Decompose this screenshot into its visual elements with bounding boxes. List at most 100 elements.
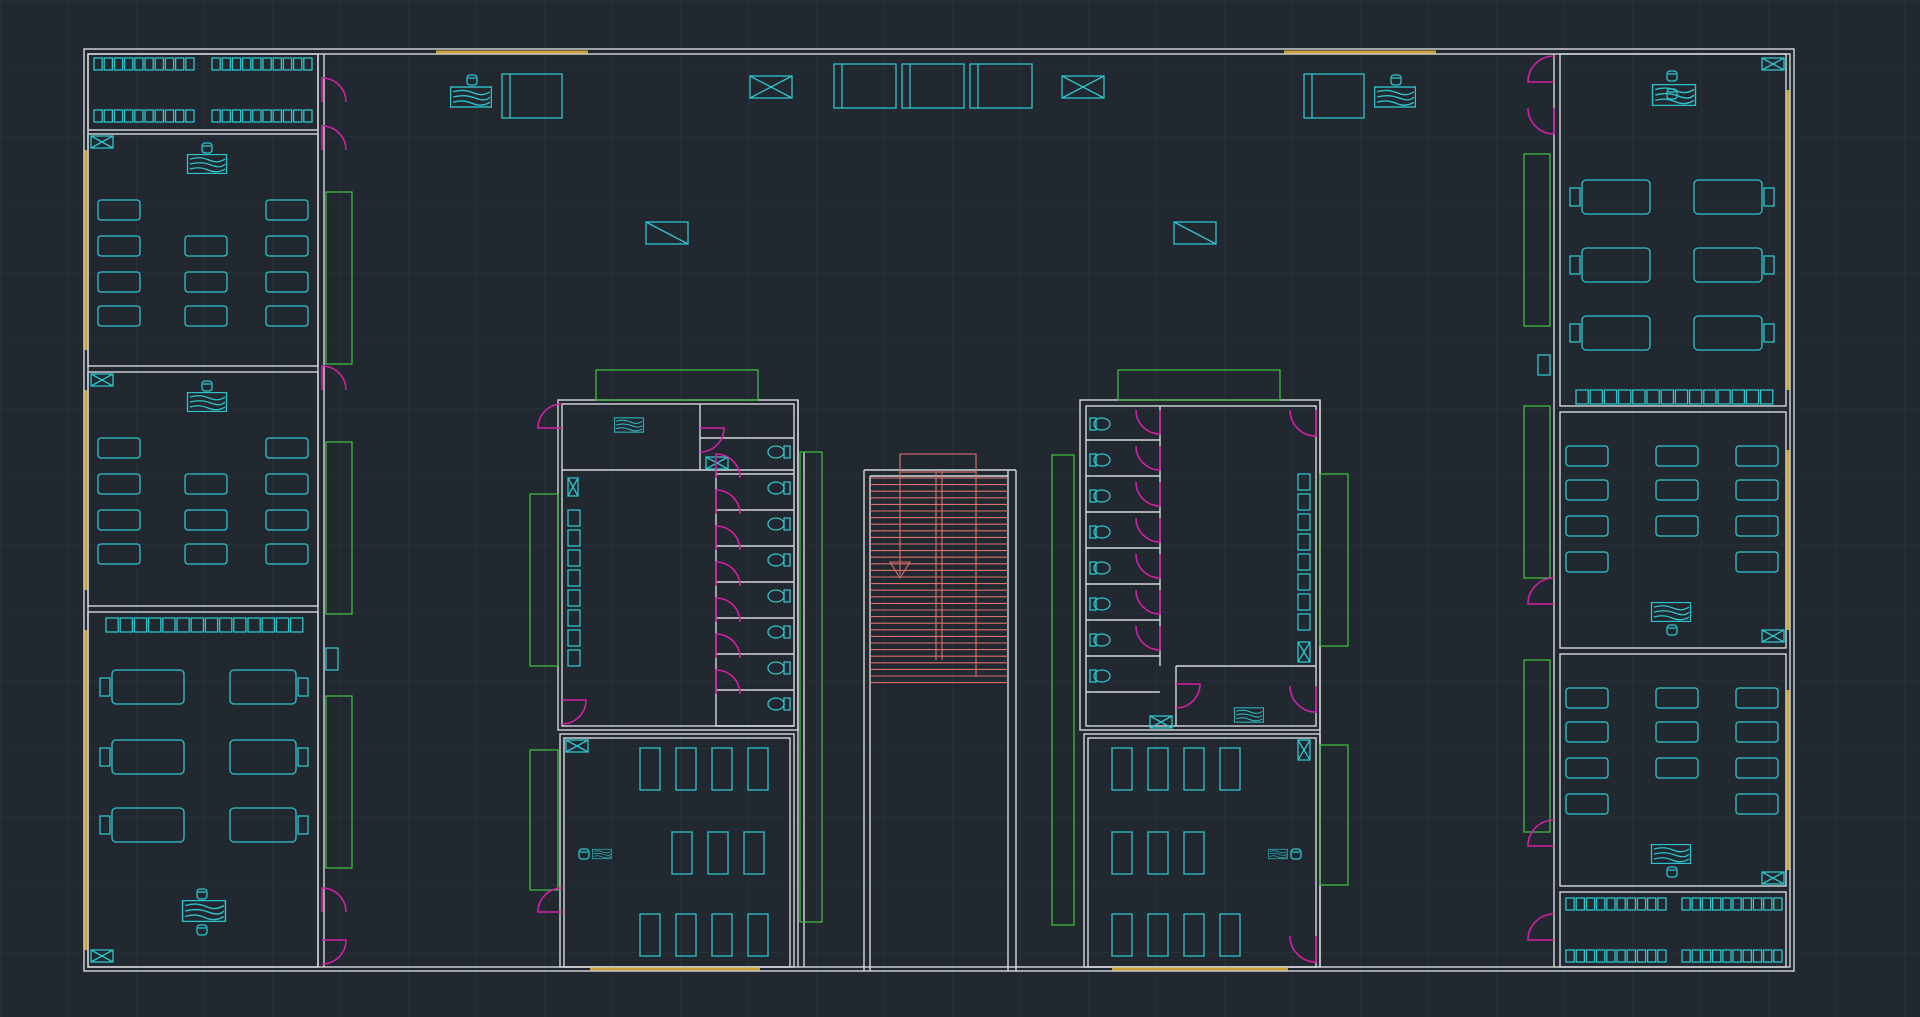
desk — [1183, 747, 1205, 791]
locker-cell — [1657, 897, 1667, 911]
urinal — [567, 549, 581, 567]
locker-cell — [1681, 949, 1691, 963]
sink-unit — [645, 221, 689, 245]
column-box-icon — [1761, 629, 1785, 643]
desk — [675, 913, 697, 957]
lab-seat — [1569, 187, 1581, 207]
desk — [1219, 747, 1241, 791]
column-box-icon — [565, 739, 589, 753]
locker-cell — [1646, 949, 1657, 963]
locker-cell — [303, 109, 313, 123]
toilet-icon — [1093, 633, 1111, 647]
locker-cell — [190, 617, 205, 633]
lab-seat — [1763, 323, 1775, 343]
sink-unit — [1173, 221, 1217, 245]
student-desk — [1735, 479, 1779, 501]
desk — [747, 913, 769, 957]
lab-seat — [99, 815, 111, 835]
locker-cell — [1711, 949, 1722, 963]
locker-cell — [1722, 949, 1732, 963]
sink-unit — [1173, 221, 1217, 245]
locker-cell — [1657, 949, 1667, 963]
locker-cell — [1701, 897, 1712, 911]
toilet-icon — [783, 445, 791, 459]
toilet-icon — [1089, 525, 1097, 539]
locker-cell — [119, 617, 134, 633]
locker-cell — [144, 109, 154, 123]
locker-cell — [164, 109, 175, 123]
toilet-icon — [1089, 417, 1097, 431]
door-swing-icon — [715, 453, 741, 479]
locker-cell — [1626, 897, 1637, 911]
urinal — [1297, 553, 1311, 571]
locker-cell — [162, 617, 176, 633]
locker-cell — [1681, 897, 1691, 911]
door-swing-icon — [561, 699, 587, 725]
locker-cell — [174, 57, 185, 71]
sink-unit — [645, 221, 689, 245]
desk — [1111, 913, 1133, 957]
lab-table — [1581, 247, 1651, 283]
locker-cell — [233, 617, 247, 633]
desk — [743, 831, 765, 875]
student-desk — [97, 235, 141, 257]
stair-direction-arrow-icon — [889, 561, 911, 580]
lab-table — [111, 807, 185, 843]
locker-cell — [231, 57, 242, 71]
column-box-icon — [1761, 871, 1785, 885]
locker-cell — [176, 617, 190, 633]
student-desk — [1565, 793, 1609, 815]
desk — [1219, 913, 1241, 957]
desk — [1147, 831, 1169, 875]
locker-cell — [1603, 389, 1618, 405]
student-desk — [265, 305, 309, 327]
right-office-inner — [1087, 737, 1317, 968]
column-box-icon — [705, 456, 729, 470]
lab-seat — [297, 747, 309, 767]
cabinet — [501, 73, 563, 119]
lab-table — [1581, 315, 1651, 351]
toilet-icon — [783, 517, 791, 531]
toilet-icon — [783, 625, 791, 639]
blackboard — [1051, 454, 1075, 926]
desk — [707, 831, 729, 875]
locker-cell — [1616, 897, 1626, 911]
column-box-icon — [90, 135, 114, 149]
locker-cell — [185, 109, 195, 123]
locker-cell — [1722, 897, 1732, 911]
locker-cell — [1717, 389, 1731, 405]
column-box-icon — [90, 373, 114, 387]
locker-cell — [1762, 949, 1773, 963]
student-desk — [1735, 757, 1779, 779]
toilet-icon — [1093, 561, 1111, 575]
door-swing-icon — [715, 597, 741, 623]
locker-cell — [1606, 897, 1616, 911]
locker-cell — [252, 109, 262, 123]
urinal — [567, 589, 581, 607]
locker-cell — [272, 57, 283, 71]
urinal — [1297, 513, 1311, 531]
locker-cell — [1732, 949, 1742, 963]
locker-cell — [133, 617, 148, 633]
student-desk — [1655, 757, 1699, 779]
column-box-icon — [565, 739, 589, 753]
locker-cell — [1595, 897, 1606, 911]
urinal — [1297, 533, 1311, 551]
toilet-icon — [783, 553, 791, 567]
staircase — [870, 453, 1008, 684]
lab-table — [1581, 179, 1651, 215]
toilet-icon — [783, 481, 791, 495]
column-box-icon — [1297, 739, 1311, 761]
locker-cell — [247, 617, 261, 633]
blackboard — [1319, 473, 1349, 647]
door-swing-icon — [715, 489, 741, 515]
locker-cell — [231, 109, 242, 123]
student-desk — [97, 473, 141, 495]
student-desk — [1565, 721, 1609, 743]
column-box-icon — [749, 75, 793, 99]
blackboard — [325, 695, 353, 869]
blackboard — [325, 441, 353, 615]
locker-cell — [144, 57, 154, 71]
locker-cell — [1616, 949, 1626, 963]
